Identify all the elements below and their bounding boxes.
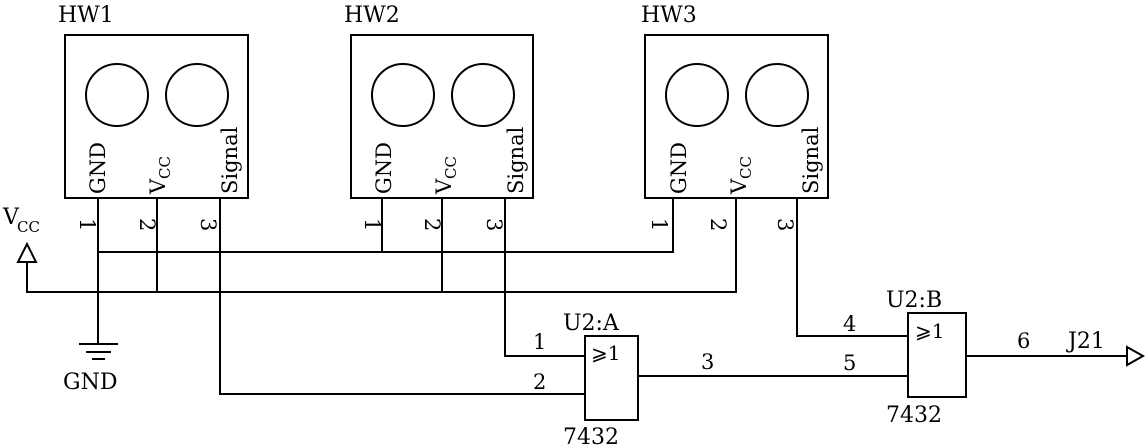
- gate-u2b-pin-out: 6: [1017, 329, 1030, 353]
- sensor-hw2-pinnum-1: 1: [360, 218, 384, 231]
- svg-text:V: V: [432, 178, 456, 195]
- sensor-hw1-pin-signal: Signal: [218, 126, 242, 194]
- sensor-hw2-label: HW2: [344, 3, 400, 28]
- gate-u2a-pin-out: 3: [701, 350, 714, 374]
- output-arrow-icon: [1126, 345, 1146, 367]
- sensor-hw1-emitter: [85, 63, 149, 127]
- sensor-hw2-pin-gnd: GND: [372, 142, 396, 194]
- svg-text:V: V: [727, 178, 751, 195]
- gate-u2a-ref: U2:A: [563, 311, 620, 336]
- gate-u2a-symbol: ⩾1: [591, 341, 620, 365]
- vcc-net: V CC: [2, 198, 737, 293]
- hw1-signal-wire: [219, 198, 585, 395]
- gate-u2b-ref: U2:B: [886, 288, 942, 313]
- sensor-hw3-pin-vcc: V CC: [727, 156, 755, 195]
- vcc-bus-wire: [26, 198, 737, 293]
- sensor-hw2-pinnum-2: 2: [420, 218, 444, 231]
- gnd-net: GND: [63, 198, 674, 395]
- gate-u2b-part: 7432: [886, 403, 942, 428]
- gate-u2a-body: [584, 335, 639, 421]
- sensor-hw1-label: HW1: [58, 3, 114, 28]
- sensor-hw3-pin-gnd: GND: [667, 142, 691, 194]
- gate-u2a-pin-in1: 1: [533, 330, 546, 354]
- gnd-bus-wire: [97, 198, 674, 253]
- sensor-hw1-pinnum-1: 1: [75, 218, 99, 231]
- gnd-label: GND: [63, 370, 117, 395]
- gate-u2b-pin-in1: 4: [843, 312, 856, 336]
- sensor-hw1: HW1 GND V CC Signal 1 2 3: [58, 3, 249, 231]
- sensor-hw3-label: HW3: [641, 3, 697, 28]
- output-j21: 6 J21: [966, 329, 1146, 367]
- gate-u2b-pin-in2: 5: [843, 351, 856, 375]
- gate-u2a: U2:A ⩾1 1 2 7432: [533, 311, 639, 446]
- gate-u2a-pin-in2: 2: [533, 370, 546, 394]
- sensor-hw2-pin-signal: Signal: [504, 126, 528, 194]
- sensor-hw2-pin-vcc: V CC: [432, 156, 460, 195]
- svg-text:CC: CC: [737, 156, 755, 179]
- gate-u2b-symbol: ⩾1: [915, 319, 944, 343]
- sensor-hw3-emitter: [665, 63, 729, 127]
- gate-u2b: U2:B ⩾1 4 5 7432: [843, 288, 967, 428]
- sensor-hw1-pin-vcc: V CC: [146, 156, 174, 195]
- vcc-label: V CC: [2, 205, 40, 236]
- hw2-signal-wire: [504, 198, 585, 357]
- sensor-hw3: HW3 GND V CC Signal 1 2 3: [641, 3, 829, 231]
- sensor-hw3-pinnum-2: 2: [706, 218, 730, 231]
- svg-text:V: V: [2, 205, 20, 230]
- sensor-hw2: HW2 GND V CC Signal 1 2 3: [344, 3, 534, 231]
- sensor-hw2-pinnum-3: 3: [482, 218, 506, 231]
- svg-text:CC: CC: [156, 156, 174, 179]
- sensor-hw2-emitter: [371, 63, 435, 127]
- sensor-hw1-receiver: [165, 63, 229, 127]
- hw3-signal-wire: [796, 198, 908, 337]
- vcc-arrow-icon: [16, 241, 38, 263]
- sensor-hw3-receiver: [745, 63, 809, 127]
- svg-text:CC: CC: [17, 218, 40, 236]
- sensor-hw2-receiver: [451, 63, 515, 127]
- svg-text:CC: CC: [442, 156, 460, 179]
- sensor-hw3-pinnum-1: 1: [647, 218, 671, 231]
- gate-u2a-part: 7432: [563, 425, 619, 446]
- output-label: J21: [1066, 329, 1105, 354]
- sensor-hw3-pinnum-3: 3: [773, 218, 797, 231]
- sensor-hw1-pinnum-2: 2: [135, 218, 159, 231]
- sensor-hw3-pin-signal: Signal: [799, 126, 823, 194]
- sensor-hw1-pinnum-3: 3: [196, 218, 220, 231]
- sensor-hw1-pin-gnd: GND: [86, 142, 110, 194]
- svg-text:V: V: [146, 178, 170, 195]
